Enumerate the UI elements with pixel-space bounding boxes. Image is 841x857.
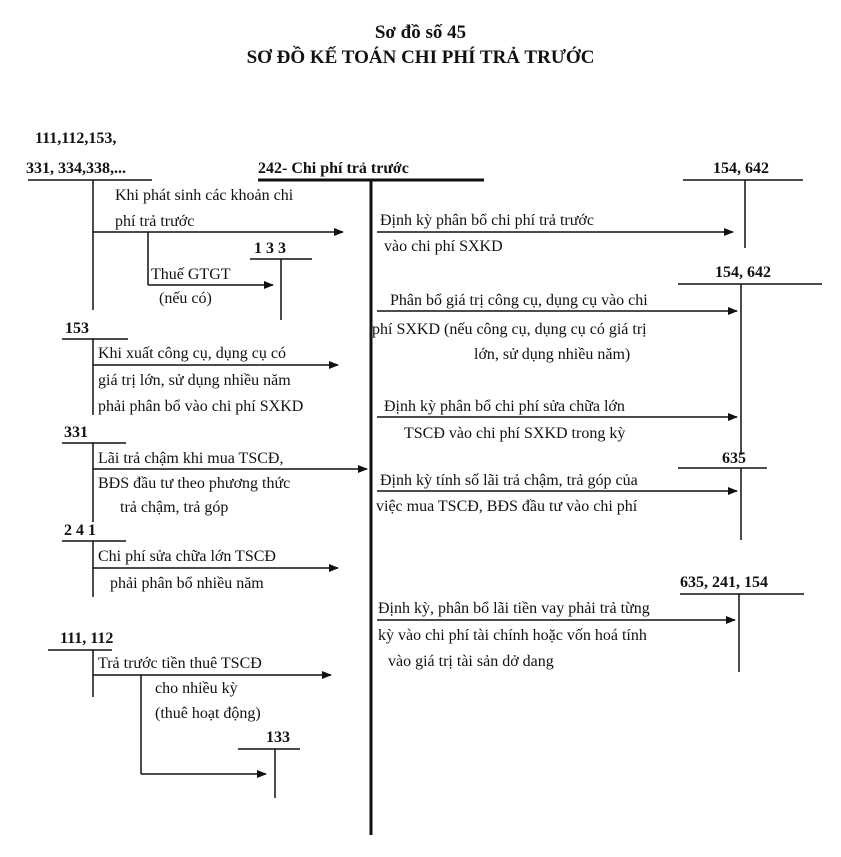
entry-vat-line2: (nếu có) <box>159 290 212 307</box>
entry-toolalloc-line3: lớn, sử dụng nhiều năm) <box>474 346 631 363</box>
account-main-242: 242- Chi phí trả trước <box>258 160 409 177</box>
account-tools-153: 153 <box>65 320 89 337</box>
entry-tools-line3: phải phân bổ vào chi phí SXKD <box>98 398 304 415</box>
entry-rent-line3: (thuê hoạt động) <box>155 705 261 722</box>
entry-incur-line1: Khi phát sinh các khoản chi <box>115 187 294 204</box>
account-cash2: 111, 112 <box>60 630 114 647</box>
account-payable-331: 331 <box>64 424 88 441</box>
account-construction-241: 2 4 1 <box>64 522 96 539</box>
diagram-number: Sơ đồ số 45 <box>374 22 467 43</box>
account-exp2: 154, 642 <box>715 264 771 281</box>
entry-toolalloc-line1: Phân bổ giá trị công cụ, dụng cụ vào chi <box>390 292 648 309</box>
entry-alloc-line1: Định kỳ phân bổ chi phí trả trước <box>380 212 594 229</box>
entry-repair-line1: Chi phí sửa chữa lớn TSCĐ <box>98 548 276 565</box>
entry-alloc-line2: vào chi phí SXKD <box>384 238 503 255</box>
entry-deferred-line1: Lãi trả chậm khi mua TSCĐ, <box>98 450 284 467</box>
account-cash-line1: 111,112,153, <box>35 130 117 147</box>
entry-vat-line1: Thuế GTGT <box>151 266 231 283</box>
entry-tools-line2: giá trị lớn, sử dụng nhiều năm <box>98 372 291 389</box>
entry-interestalloc-line1: Định kỳ tính số lãi trả chậm, trả góp củ… <box>380 472 638 489</box>
entry-incur-line2: phí trả trước <box>115 213 195 230</box>
entry-interestalloc-line2: việc mua TSCĐ, BĐS đầu tư vào chi phí <box>376 498 638 515</box>
entry-repairalloc-line2: TSCĐ vào chi phí SXKD trong kỳ <box>404 425 626 442</box>
entry-toolalloc-line2: phí SXKD (nếu công cụ, dụng cụ có giá tr… <box>372 321 647 338</box>
entry-deferred-line2: BĐS đầu tư theo phương thức <box>98 475 291 492</box>
entry-deferred-line3: trả chậm, trả góp <box>120 499 229 516</box>
entry-loan-line3: vào giá trị tài sản dở dang <box>388 653 554 670</box>
entry-rent-line2: cho nhiều kỳ <box>155 680 238 697</box>
entry-loan-line2: kỳ vào chi phí tài chính hoặc vốn hoá tí… <box>378 627 647 644</box>
entry-repairalloc-line1: Định kỳ phân bổ chi phí sửa chữa lớn <box>384 398 625 415</box>
entry-loan-line1: Định kỳ, phân bổ lãi tiền vay phải trả t… <box>378 600 650 617</box>
account-interest-635: 635 <box>722 450 746 467</box>
account-vat2-133: 133 <box>266 729 290 746</box>
entry-rent-line1: Trả trước tiền thuê TSCĐ <box>98 655 262 672</box>
account-fin: 635, 241, 154 <box>680 574 768 591</box>
entry-repair-line2: phải phân bổ nhiều năm <box>110 575 264 592</box>
diagram-title: SƠ ĐỒ KẾ TOÁN CHI PHÍ TRẢ TRƯỚC <box>246 47 595 68</box>
entry-tools-line1: Khi xuất công cụ, dụng cụ có <box>98 345 286 362</box>
account-exp1: 154, 642 <box>713 160 769 177</box>
account-vat-133: 1 3 3 <box>254 240 286 257</box>
account-cash-line2: 331, 334,338,... <box>26 160 126 177</box>
